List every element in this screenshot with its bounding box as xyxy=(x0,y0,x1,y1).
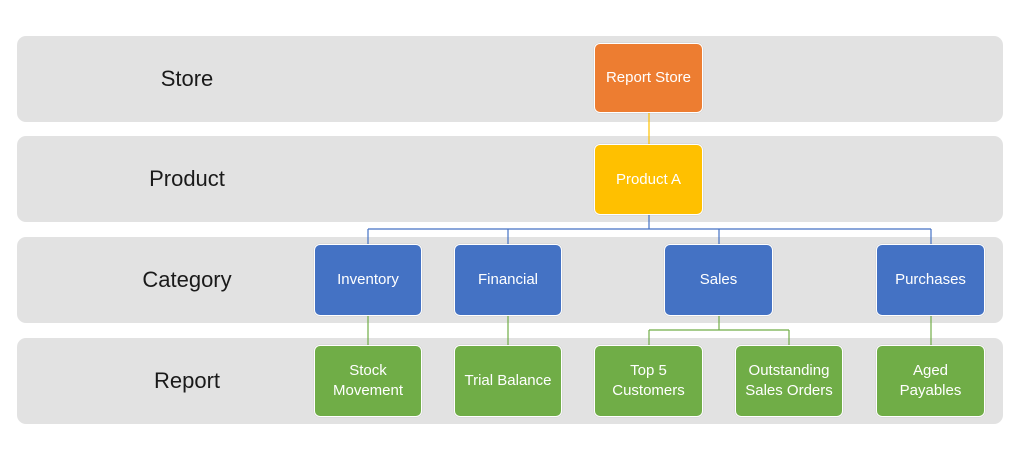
node-category-financial-label: Financial xyxy=(477,271,539,288)
node-category-sales-label: Sales xyxy=(699,271,738,288)
node-report-stock-movement: Stock Movement xyxy=(314,345,422,417)
node-report-trial-balance-label: Trial Balance xyxy=(464,372,552,389)
connector-categories-reports xyxy=(367,316,932,346)
node-report-top-5-customers-label: Top 5 Customers xyxy=(612,362,685,399)
node-report-store-label: Report Store xyxy=(605,69,692,86)
node-category-sales: Sales xyxy=(664,244,773,316)
node-product-a-label: Product A xyxy=(615,170,682,188)
node-report-top-5-customers: Top 5 Customers xyxy=(594,345,703,417)
connector-product-categories xyxy=(367,214,932,245)
node-category-purchases-label: Purchases xyxy=(895,271,966,288)
level-band-store: Store xyxy=(17,36,1003,122)
node-report-store: Report Store xyxy=(594,43,703,113)
level-label-product: Product xyxy=(149,166,225,191)
level-band-product: Product xyxy=(17,136,1003,222)
node-category-financial: Financial xyxy=(454,244,562,316)
node-category-purchases: Purchases xyxy=(876,244,985,316)
node-report-aged-payables-label: Aged Payables xyxy=(899,362,962,399)
level-label-category: Category xyxy=(142,267,232,292)
level-label-report: Report xyxy=(153,368,221,393)
level-label-store: Store xyxy=(160,66,214,91)
node-report-trial-balance: Trial Balance xyxy=(454,345,562,417)
node-report-aged-payables: Aged Payables xyxy=(876,345,985,417)
node-report-outstanding-sales-orders: Outstanding Sales Orders xyxy=(735,345,843,417)
node-report-stock-movement-label: Stock Movement xyxy=(332,362,404,399)
node-report-outstanding-sales-orders-label: Outstanding Sales Orders xyxy=(745,362,833,399)
node-category-inventory: Inventory xyxy=(314,244,422,316)
node-category-inventory-label: Inventory xyxy=(337,271,399,288)
node-product-a: Product A xyxy=(594,144,703,215)
